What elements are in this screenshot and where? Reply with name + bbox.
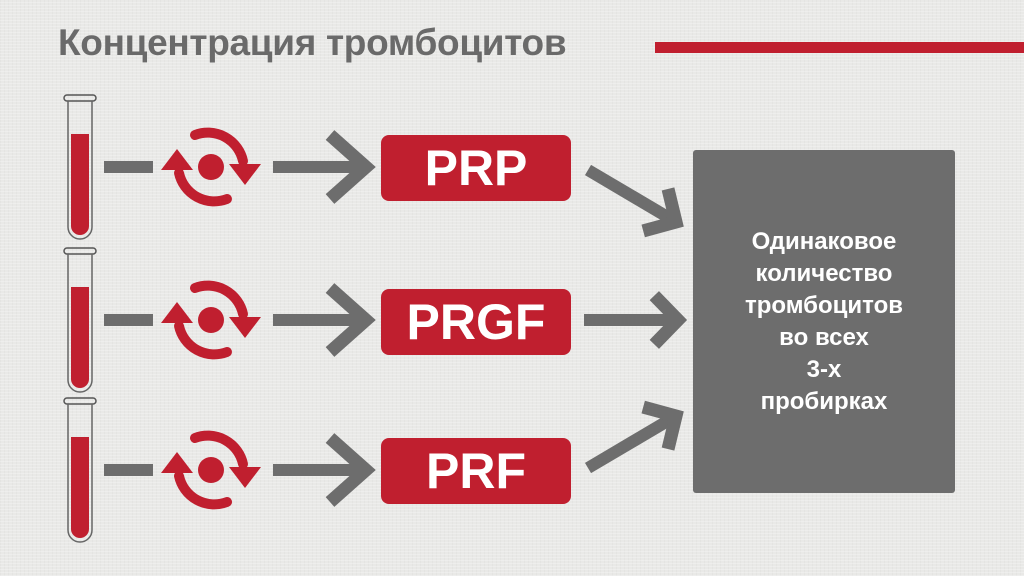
connector-dash xyxy=(104,464,153,476)
result-box: Одинаковое количество тромбоцитов во все… xyxy=(693,150,955,493)
title-rule xyxy=(655,42,1024,53)
label-prgf: PRGF xyxy=(381,289,571,355)
test-tube-icon xyxy=(63,397,97,543)
test-tube-icon xyxy=(63,94,97,240)
result-line: количество xyxy=(755,259,893,287)
connector-dash xyxy=(104,314,153,326)
arrow-right-icon xyxy=(584,291,688,349)
result-line: 3-х xyxy=(806,355,842,383)
arrow-down-right-icon xyxy=(584,164,684,238)
arrow-right-icon xyxy=(273,433,376,507)
arrow-right-icon xyxy=(273,130,376,204)
arrow-up-right-icon xyxy=(584,400,684,474)
result-line: тромбоцитов xyxy=(744,291,904,319)
centrifuge-rotate-icon xyxy=(161,127,261,207)
result-line: пробирках xyxy=(760,387,888,415)
result-line: во всех xyxy=(779,323,869,351)
label-prp: PRP xyxy=(381,135,571,201)
page-title: Концентрация тромбоцитов xyxy=(58,22,567,63)
centrifuge-rotate-icon xyxy=(161,280,261,360)
test-tube-icon xyxy=(63,247,97,393)
result-line: Одинаковое xyxy=(751,227,897,255)
centrifuge-rotate-icon xyxy=(161,430,261,510)
arrow-right-icon xyxy=(273,283,376,357)
label-prf: PRF xyxy=(381,438,571,504)
connector-dash xyxy=(104,161,153,173)
